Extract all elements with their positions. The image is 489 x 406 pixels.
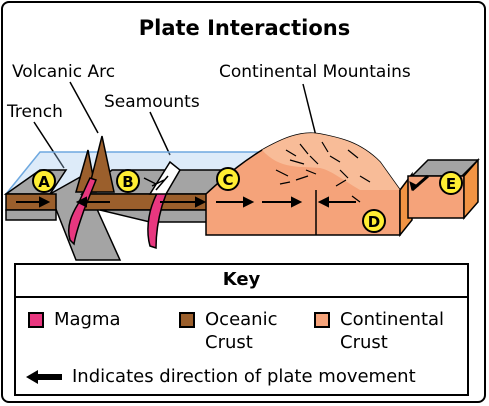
pointer-trench [33,121,65,169]
plate-underside-left [5,209,57,221]
marker-e: E [439,171,463,195]
svg-text:A: A [38,173,50,191]
label-continental-mountains: Continental Mountains [219,62,411,82]
diagram-title: Plate Interactions [138,16,351,40]
subducting-plate [49,174,122,261]
key-title: Key [16,265,467,298]
continental-crust-label-line2: Crust [340,332,388,353]
continental-crust-swatch [314,312,330,328]
marker-a: A [32,169,56,193]
arrow-key-icon [26,370,62,384]
label-trench: Trench [7,102,63,122]
svg-text:C: C [222,171,233,189]
oceanic-crust-label-line2: Crust [205,332,253,353]
magma-label: Magma [54,309,121,330]
pointer-volcanic-arc [69,81,99,134]
continental-crust-label-line1: Continental [340,309,445,330]
label-volcanic-arc: Volcanic Arc [12,62,116,82]
marker-d: D [362,209,386,233]
magma-swatch [28,312,44,328]
plate-diagram: A B C D E [3,81,480,261]
key-box: Key Magma Oceanic Crust Continental Crus… [14,263,469,396]
continental-side-right [463,158,479,220]
volcano-2 [87,135,115,193]
mountain-fault-lines [275,141,371,203]
oceanic-crust-swatch [179,312,195,328]
marker-b: B [116,169,140,193]
marker-c: C [216,167,240,191]
pointer-continental-mountains [302,83,317,137]
movement-arrows [16,174,429,208]
pointer-seamounts [149,111,171,156]
svg-text:D: D [368,213,380,231]
arrow-key-label: Indicates direction of plate movement [72,366,416,387]
svg-text:E: E [446,175,456,193]
svg-text:B: B [122,173,133,191]
magma-dike-trench [67,177,97,246]
seamount [148,160,181,195]
label-seamounts: Seamounts [104,92,200,112]
oceanic-crust-label-line1: Oceanic [205,309,278,330]
continental-mountain-top [262,133,400,190]
seamount-cracks [143,175,169,191]
